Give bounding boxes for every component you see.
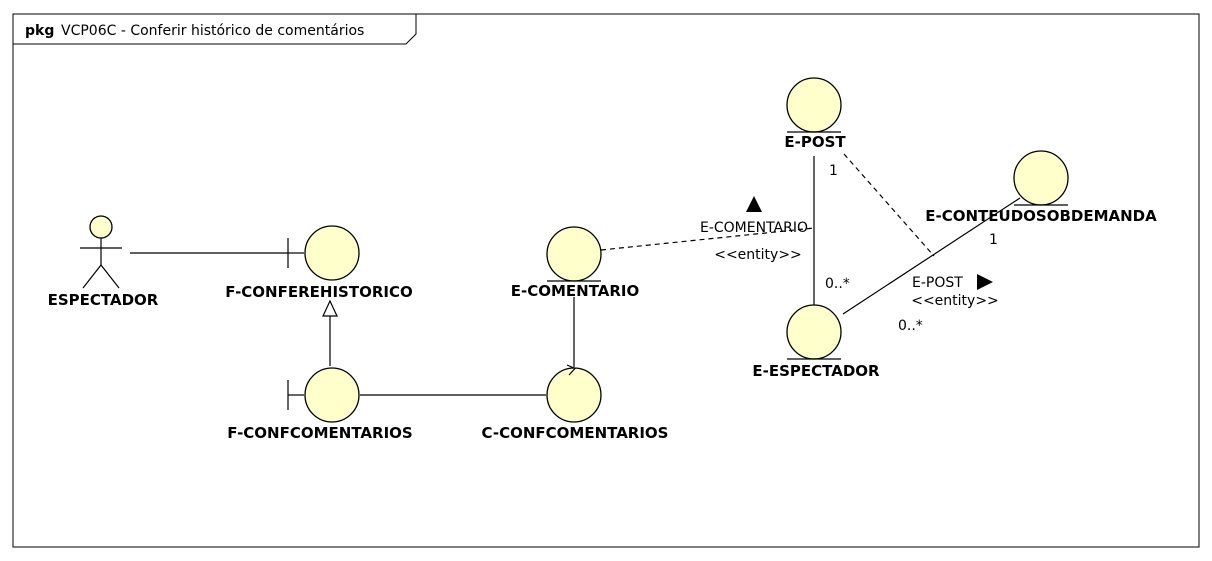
multiplicity-post-top: 1: [829, 163, 838, 179]
actor-label: ESPECTADOR: [48, 291, 159, 309]
frame-border: [12, 13, 1200, 548]
entity-e-comentario[interactable]: E-COMENTARIO: [511, 226, 640, 300]
actor-head: [89, 215, 113, 239]
e-post-label: E-POST: [784, 133, 846, 151]
entity-e-conteudosobdemanda[interactable]: E-CONTEUDOSOBDEMANDA: [925, 150, 1157, 225]
e-comentario-label: E-COMENTARIO: [511, 282, 640, 300]
boundary-f-conferehistorico[interactable]: F-CONFEREHISTORICO: [225, 225, 413, 301]
boundary-circle-icon: [304, 225, 360, 281]
entity-e-post[interactable]: E-POST: [784, 77, 846, 151]
association-comentario-stereotype: <<entity>>: [714, 247, 802, 263]
triangle-up-icon: [746, 196, 762, 212]
generalization-arrowhead: [322, 299, 338, 317]
association-post-stereotype: <<entity>>: [911, 293, 999, 309]
control-c-confcomentarios[interactable]: C-CONFCOMENTARIOS: [482, 364, 669, 442]
association-e-post: E-POST <<entity>>: [911, 274, 999, 309]
actor-right-leg: [100, 264, 120, 289]
frame-tab: [13, 14, 417, 45]
entity-circle-icon: [786, 304, 842, 360]
e-conteudosobdemanda-label: E-CONTEUDOSOBDEMANDA: [925, 207, 1157, 225]
entity-circle-icon: [786, 77, 842, 133]
multiplicity-post-bottom: 0..*: [825, 276, 850, 292]
association-e-comentario: E-COMENTARIO <<entity>>: [700, 196, 808, 263]
entity-circle-icon: [1013, 150, 1069, 206]
control-arrow-icon: [566, 364, 577, 376]
boundary-f-confcomentarios[interactable]: F-CONFCOMENTARIOS: [227, 367, 413, 442]
f-confcomentarios-label: F-CONFCOMENTARIOS: [227, 424, 412, 442]
frame-keyword: pkg: [25, 23, 54, 39]
edge-epost-association: [843, 153, 935, 257]
actor-left-leg: [82, 264, 102, 289]
e-espectador-label: E-ESPECTADOR: [752, 362, 880, 380]
f-conferehistorico-label: F-CONFEREHISTORICO: [225, 283, 412, 301]
association-comentario-label: E-COMENTARIO: [700, 220, 808, 236]
association-post-label: E-POST: [912, 275, 963, 291]
triangle-right-icon: [977, 274, 993, 290]
entity-e-espectador[interactable]: E-ESPECTADOR: [752, 304, 880, 380]
frame-title: VCP06C - Conferir histórico de comentári…: [61, 23, 364, 39]
multiplicity-espectador: 0..*: [898, 318, 923, 334]
actor-espectador[interactable]: ESPECTADOR: [48, 215, 159, 309]
multiplicity-conteudo: 1: [989, 232, 998, 248]
c-confcomentarios-label: C-CONFCOMENTARIOS: [482, 424, 669, 442]
edge-eespectador-econteudo: [842, 197, 1021, 315]
boundary-circle-icon: [304, 367, 360, 423]
control-circle-icon: [546, 367, 602, 423]
entity-circle-icon: [546, 226, 602, 282]
edges: [130, 153, 1021, 396]
package-frame: pkg VCP06C - Conferir histórico de comen…: [12, 13, 1200, 548]
